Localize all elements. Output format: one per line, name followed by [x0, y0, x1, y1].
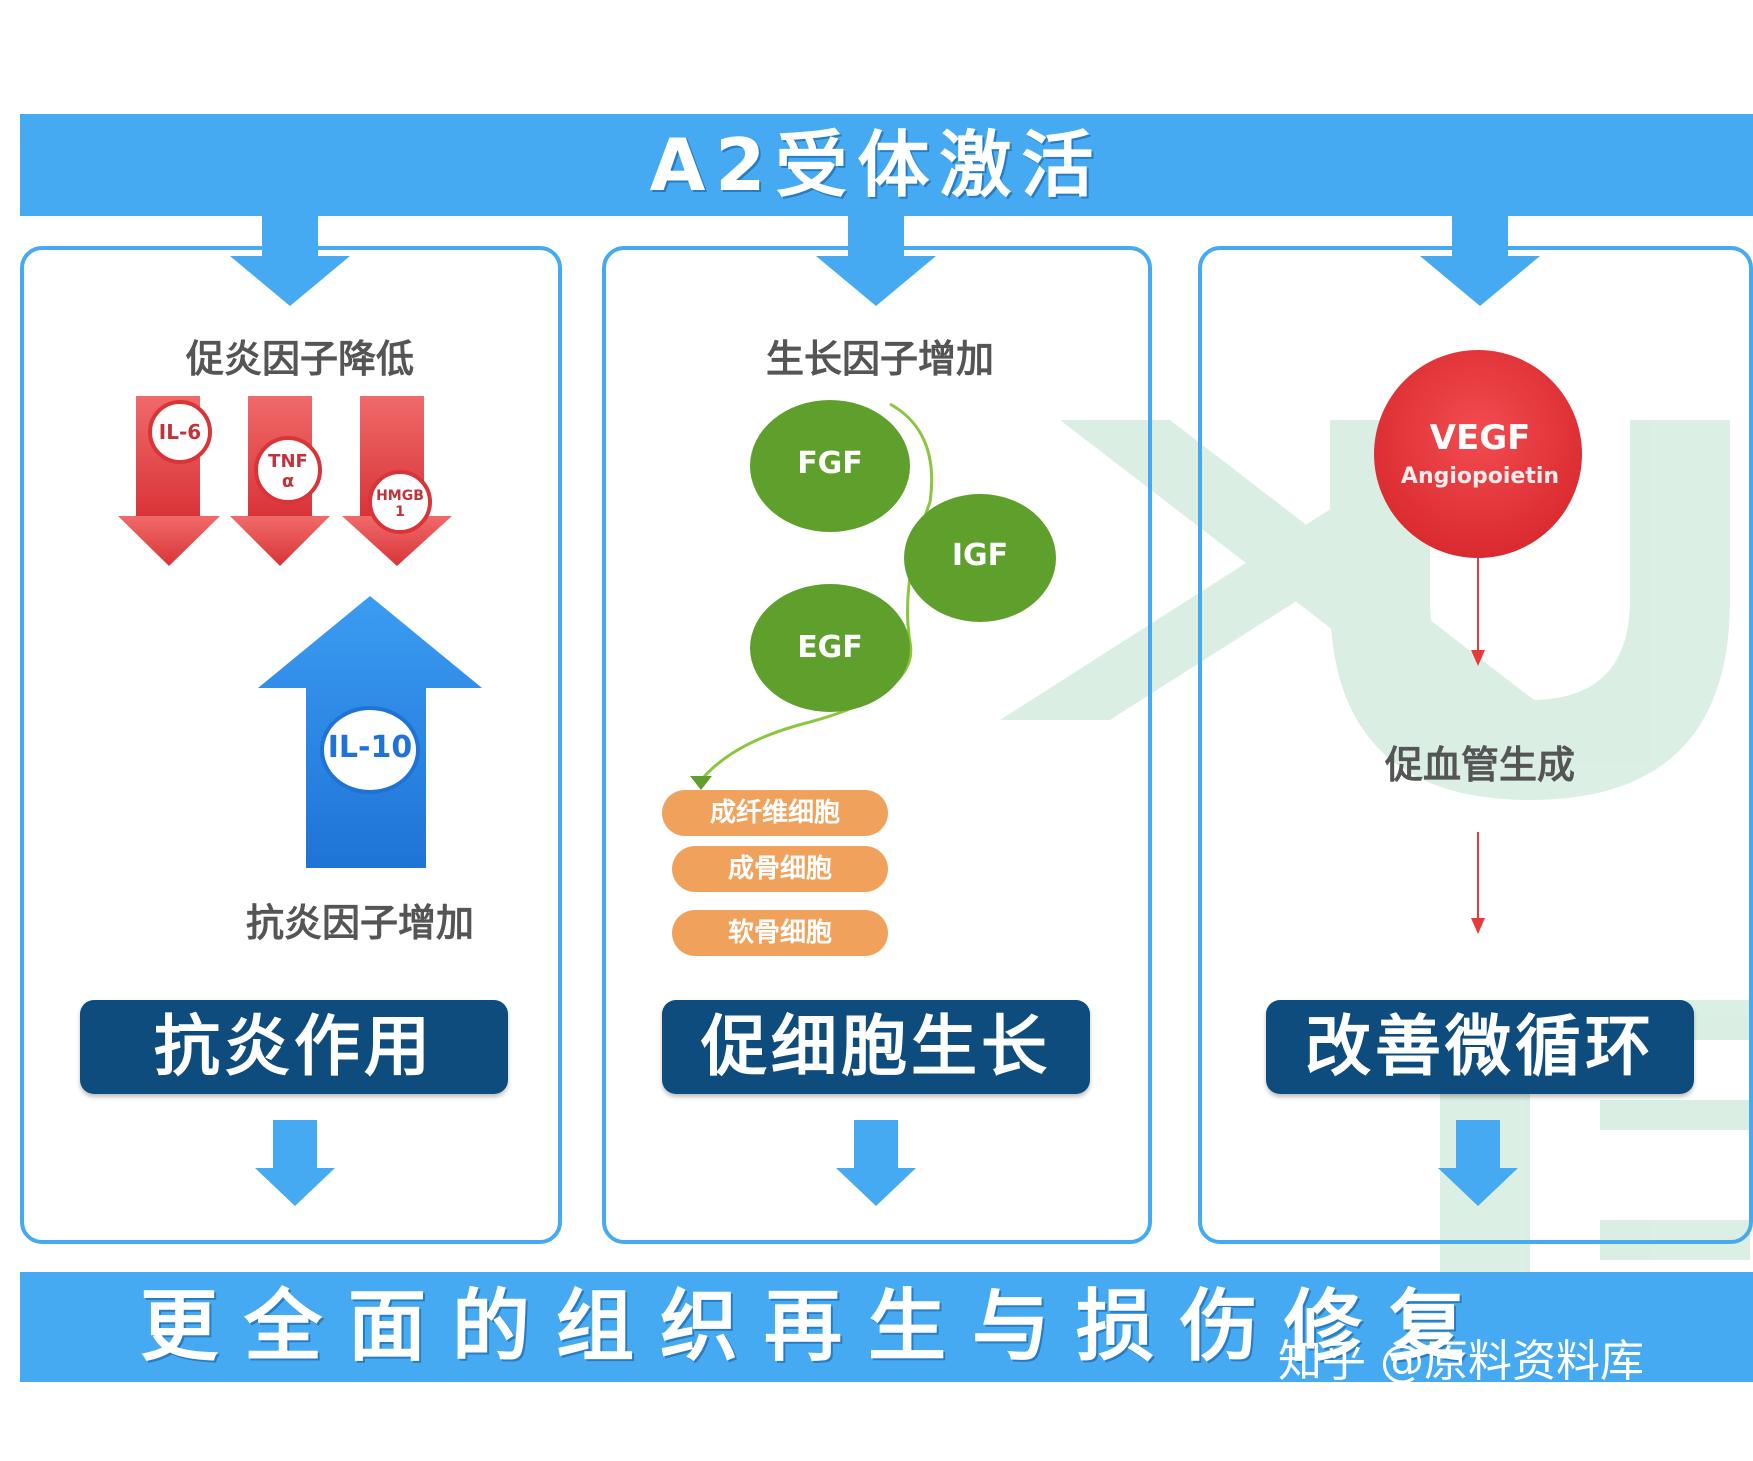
credit-text: 知乎 @原料资料库	[1278, 1336, 1644, 1387]
arrow-down-icon	[1438, 1120, 1518, 1206]
result-anti-inflammation: 抗炎作用	[80, 1000, 508, 1094]
top-banner	[20, 114, 1753, 216]
up-arrow-icon	[258, 596, 482, 868]
bottom-banner	[20, 1272, 1753, 1382]
cell-fibroblast: 成纤维细胞	[662, 790, 888, 836]
arrow-down-icon	[230, 214, 350, 306]
result-microcirculation: 改善微循环	[1266, 1000, 1694, 1094]
label-vegf: VEGF	[1429, 418, 1531, 458]
result-cell-growth: 促细胞生长	[662, 1000, 1090, 1094]
arrow-down-icon	[816, 214, 936, 306]
growth-factor-cluster	[690, 400, 1056, 790]
label-egf: EGF	[797, 630, 863, 665]
cell-osteoblast: 成骨细胞	[672, 846, 888, 892]
label-il6: IL-6	[158, 420, 202, 444]
label-igf: IGF	[951, 538, 1009, 573]
arrow-down-icon	[255, 1120, 335, 1206]
label-tnf: TNF α	[268, 451, 308, 492]
label-il10: IL-10	[327, 730, 413, 765]
label-fgf: FGF	[797, 446, 863, 481]
heading-growth-factors: 生长因子增加	[765, 337, 994, 381]
bottom-title: 更全面的组织再生与损伤修复	[140, 1282, 1493, 1372]
label-angiopoietin: Angiopoietin	[1400, 464, 1560, 489]
arrow-down-icon	[836, 1120, 916, 1206]
heading-pro-inflammatory: 促炎因子降低	[185, 337, 414, 381]
pro-inflammatory-arrows	[118, 396, 452, 566]
vegf-diagram	[1374, 350, 1582, 934]
label-hmgb1: HMGB 1	[376, 488, 424, 520]
heading-anti-inflammatory: 抗炎因子增加	[245, 901, 474, 945]
arrow-down-icon	[1420, 214, 1540, 306]
cell-chondrocyte: 软骨细胞	[672, 910, 888, 956]
top-title: A2受体激活	[649, 123, 1104, 207]
heading-angiogenesis: 促血管生成	[1384, 743, 1575, 787]
